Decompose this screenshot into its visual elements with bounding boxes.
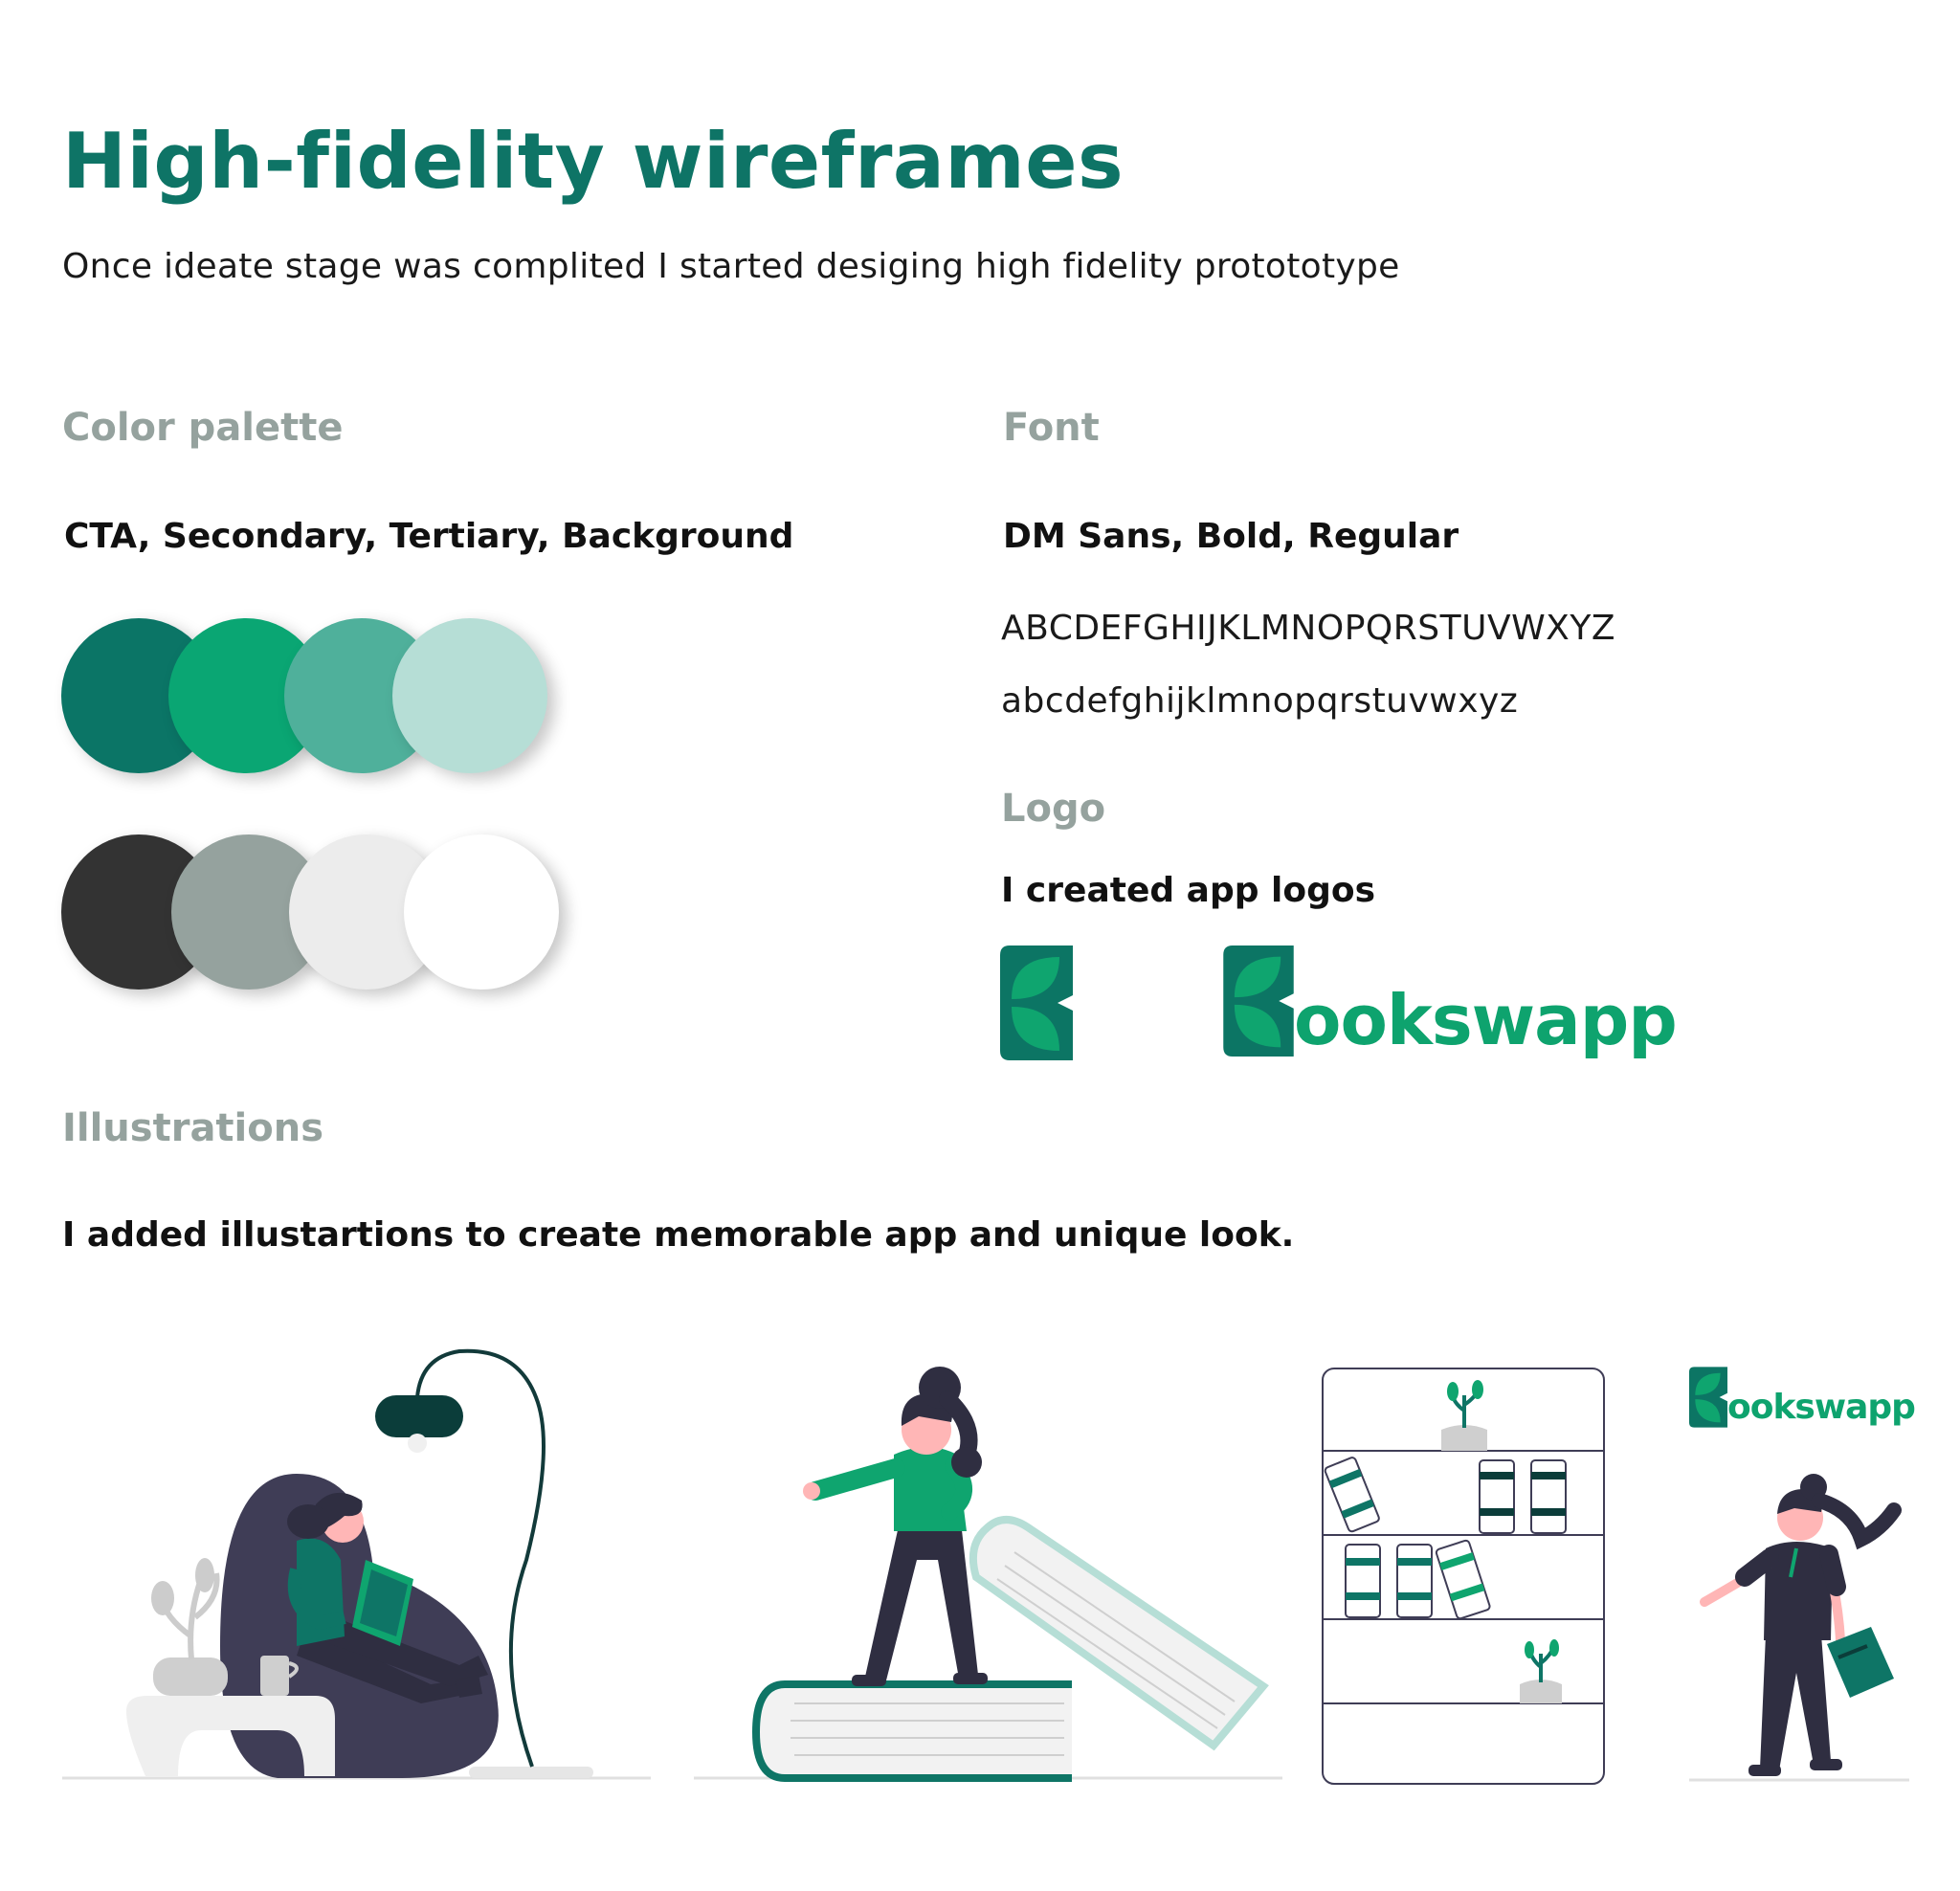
- page-subtitle: Once ideate stage was complited I starte…: [62, 247, 1400, 286]
- page-title: High-fidelity wireframes: [62, 117, 1125, 206]
- color-palette-subtitle: CTA, Secondary, Tertiary, Background: [64, 517, 794, 556]
- font-subtitle: DM Sans, Bold, Regular: [1003, 517, 1459, 556]
- swatch-white: [404, 834, 559, 990]
- wordmark-text: ookswapp: [1294, 980, 1678, 1060]
- color-palette-title: Color palette: [62, 406, 344, 450]
- poster-wordmark: ookswapp: [1689, 1367, 1919, 1434]
- poster-logo-icon: [1689, 1367, 1727, 1428]
- logo-subtitle: I created app logos: [1001, 871, 1376, 910]
- bookshelf-illustration: [1322, 1368, 1605, 1785]
- poster-illustration: ookswapp: [1689, 1367, 1938, 1788]
- illustrations-subtitle: I added illustartions to create memorabl…: [62, 1215, 1295, 1255]
- font-title: Font: [1003, 406, 1100, 450]
- font-uppercase-sample: ABCDEFGHIJKLMNOPQRSTUVWXYZ: [1001, 609, 1615, 648]
- poster-wordmark-text: ookswapp: [1727, 1388, 1916, 1427]
- reading-woman-illustration: [62, 1348, 651, 1780]
- books-woman-illustration: [694, 1367, 1282, 1782]
- wordmark-b-icon: [1223, 946, 1294, 1057]
- logo-wordmark: ookswapp: [1223, 944, 1678, 1062]
- swatch-background: [392, 618, 547, 773]
- font-lowercase-sample: abcdefghijklmnopqrstuvwxyz: [1001, 681, 1519, 721]
- walking-woman-icon: [1689, 1474, 1909, 1782]
- logo-mark-icon: [1000, 946, 1073, 1060]
- illustrations-title: Illustrations: [62, 1106, 324, 1150]
- logo-title: Logo: [1001, 787, 1106, 831]
